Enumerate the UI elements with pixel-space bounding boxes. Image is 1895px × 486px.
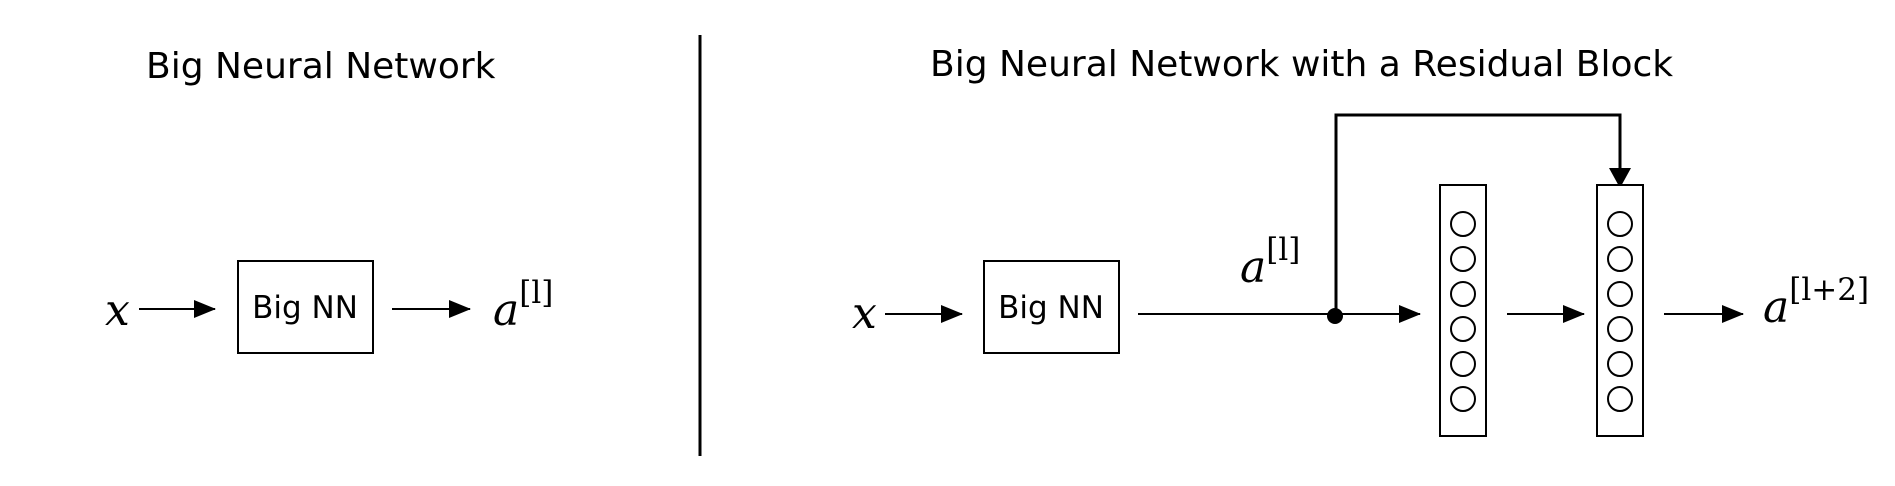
right-panel: Big Neural Network with a Residual Block… [852, 44, 1869, 437]
layer-1-neuron [1450, 386, 1476, 412]
layer-2-neurons [1607, 211, 1633, 412]
left-title: Big Neural Network [146, 46, 496, 87]
layer-2-neuron [1607, 386, 1633, 412]
right-output-base: a [1763, 282, 1789, 333]
layer-2-neuron [1607, 351, 1633, 377]
skip-connection [1334, 113, 1622, 316]
left-output-superscript: [l] [519, 275, 553, 311]
right-title: Big Neural Network with a Residual Block [930, 44, 1673, 85]
layer-1-neuron [1450, 316, 1476, 342]
right-big-nn-label: Big NN [998, 290, 1104, 326]
layer-1-neuron [1450, 281, 1476, 307]
layer-1-neurons [1450, 211, 1476, 412]
layer-2-neuron [1607, 211, 1633, 237]
left-input-label: x [105, 285, 130, 336]
layer-2-neuron [1607, 281, 1633, 307]
left-big-nn-box [237, 260, 374, 354]
layer-1-neuron [1450, 211, 1476, 237]
right-output-label: a[l+2] [1763, 272, 1869, 333]
left-output-base: a [493, 285, 519, 336]
skip-activation-superscript: [l] [1266, 232, 1300, 268]
layer-1-neuron [1450, 246, 1476, 272]
skip-activation-label: a[l] [1240, 232, 1300, 293]
left-panel: Big Neural Network x Big NN a[l] [105, 46, 553, 354]
layer-2-neuron [1607, 316, 1633, 342]
left-big-nn-label: Big NN [252, 290, 358, 326]
left-output-label: a[l] [493, 275, 553, 336]
skip-connection-arrowhead [1609, 168, 1631, 188]
right-big-nn-box [983, 260, 1120, 354]
right-output-superscript: [l+2] [1789, 272, 1869, 308]
right-input-label: x [852, 288, 877, 339]
layer-1-neuron [1450, 351, 1476, 377]
layer-2-neuron [1607, 246, 1633, 272]
skip-activation-base: a [1240, 242, 1266, 293]
